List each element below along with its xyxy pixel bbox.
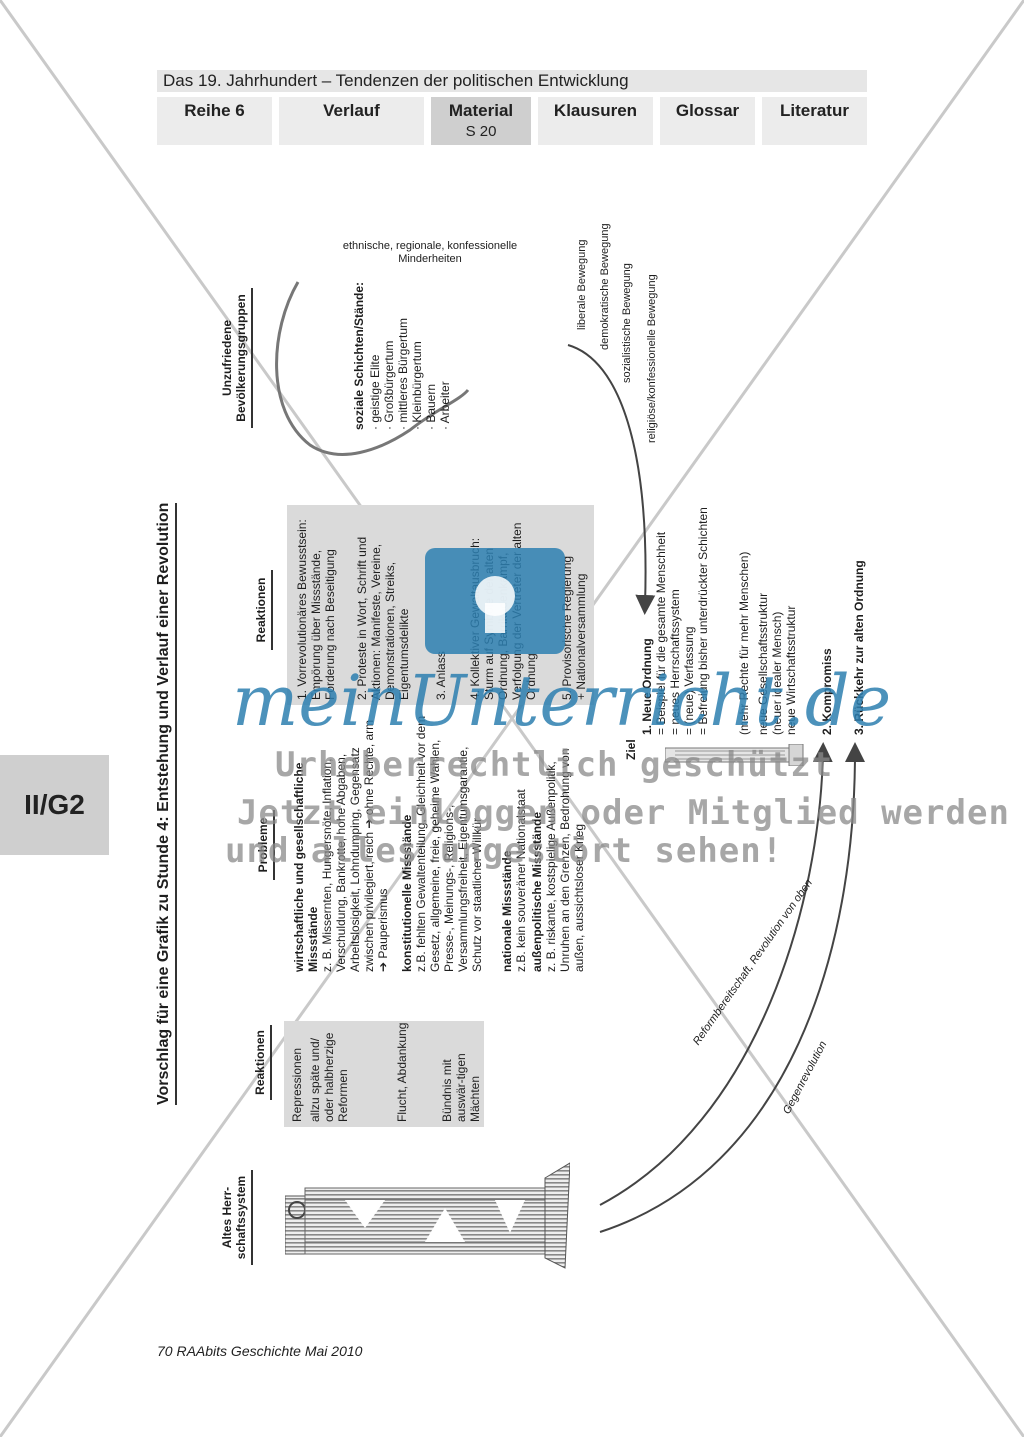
tab-klausuren[interactable]: Klausuren [538, 97, 653, 145]
minorities-label: ethnische, regionale, konfessionelle Min… [342, 240, 518, 265]
section-tab: II/G2 [0, 755, 109, 855]
column-icon [665, 744, 804, 766]
page-title: Das 19. Jahrhundert – Tendenzen der poli… [157, 70, 867, 92]
page-footer: 70 RAAbits Geschichte Mai 2010 [157, 1343, 363, 1359]
tab-literatur[interactable]: Literatur [762, 97, 867, 145]
watermark-line-3: und alles ungestört sehen! [225, 831, 784, 871]
watermark-line-2: Jetzt einloggen oder Mitglied werden [237, 793, 1010, 833]
lock-icon [425, 548, 565, 654]
reactions-left-box [284, 1021, 484, 1127]
tab-reihe[interactable]: Reihe 6 [157, 97, 272, 145]
tab-verlauf[interactable]: Verlauf [279, 97, 424, 145]
watermark-line-1: Urheberrechtlich geschützt [275, 745, 834, 785]
watermark-logo: meinUnterricht.de [232, 660, 892, 742]
tab-glossar[interactable]: Glossar [660, 97, 755, 145]
groups-bracket [275, 281, 470, 456]
temple-ruin-icon [285, 1162, 570, 1269]
